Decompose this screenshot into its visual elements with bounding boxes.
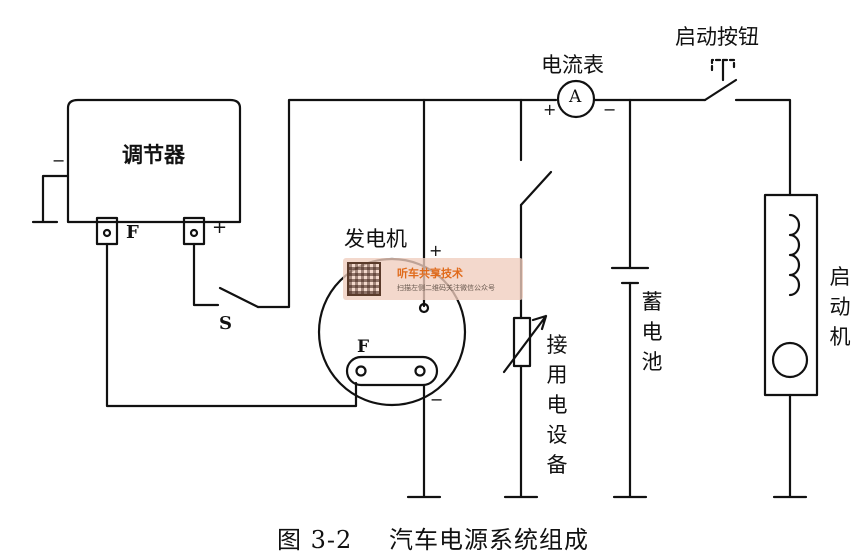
battery-label: 蓄电池	[641, 290, 663, 374]
generator-label: 发电机	[344, 227, 407, 251]
regulator-minus-label: −	[52, 151, 66, 170]
ammeter-minus-label: −	[603, 100, 617, 119]
generator-ground	[406, 383, 442, 499]
start-button-blade	[703, 78, 738, 102]
load-switch-blade	[519, 170, 553, 207]
generator-plus-label: +	[429, 241, 443, 260]
figure-number: 图 3-2	[277, 526, 353, 554]
starter-coil	[788, 213, 801, 297]
generator-plus-terminal	[418, 302, 430, 314]
s-switch-wire	[256, 98, 558, 309]
regulator-plus-wire	[192, 242, 220, 307]
qr-code-icon	[347, 262, 381, 296]
starter-wire	[734, 98, 792, 197]
generator-minus-label: −	[430, 390, 444, 409]
load-label: 接用电设备	[546, 333, 568, 477]
starter-ground	[772, 393, 808, 499]
ammeter-plus-label: +	[543, 100, 557, 119]
load-arrow	[502, 314, 548, 374]
starter-armature	[771, 341, 809, 379]
battery-ground	[612, 281, 648, 499]
starter-label: 启动机	[829, 265, 851, 349]
figure-title: 汽车电源系统组成	[388, 526, 589, 554]
switch-S-label: S	[219, 313, 232, 334]
regulator-label: 调节器	[122, 143, 185, 167]
ammeter-label: 电流表	[541, 53, 604, 77]
load-ground	[503, 364, 539, 499]
regulator-box	[66, 98, 242, 224]
generator-F-label: F	[357, 337, 370, 357]
ammeter-symbol: A	[569, 87, 582, 107]
s-switch-blade	[218, 286, 260, 309]
figure-caption: 图 3-2 汽车电源系统组成	[0, 520, 866, 555]
regulator-ground	[31, 174, 70, 224]
watermark-title: 听车共享技术	[397, 267, 463, 280]
start-button-label: 启动按钮	[675, 25, 759, 49]
regulator-F-label: F	[126, 222, 139, 243]
watermark: 听车共享技术 扫描左侧二维码关注微信公众号	[343, 258, 523, 300]
regulator-plus-label: +	[212, 217, 228, 238]
generator-terminal-F	[345, 355, 439, 387]
watermark-subtitle: 扫描左侧二维码关注微信公众号	[397, 284, 495, 292]
